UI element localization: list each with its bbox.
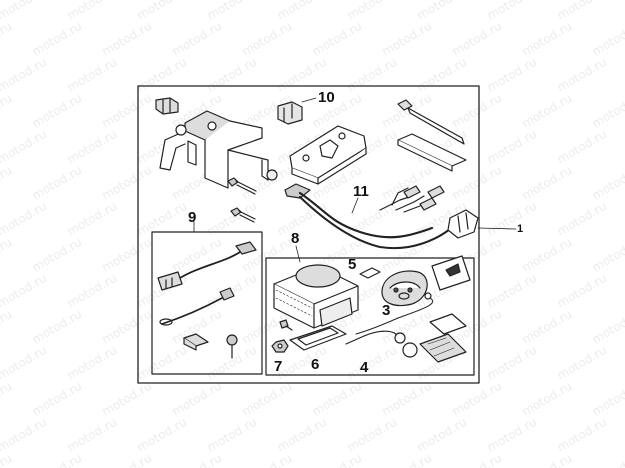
callout-9: 9 <box>188 209 197 226</box>
screw-small-part <box>279 319 293 331</box>
bolt-part <box>227 177 257 223</box>
kit-8-box <box>265 257 475 376</box>
leader-11 <box>351 197 359 214</box>
callout-11: 11 <box>353 183 369 200</box>
kit-9-box <box>151 231 263 375</box>
sticker-part <box>359 267 381 279</box>
callout-5: 5 <box>348 256 357 273</box>
callout-7: 7 <box>274 358 283 375</box>
callout-3: 3 <box>382 302 391 319</box>
diagram-frame <box>137 85 480 384</box>
cable-tie-part <box>397 99 465 145</box>
remote-transmitter-part <box>355 270 433 335</box>
callout-6: 6 <box>311 356 320 373</box>
key-fob-strap-part <box>345 330 418 358</box>
callout-1: 1 <box>517 223 524 235</box>
clamp-part <box>183 333 209 351</box>
leader-10 <box>301 97 317 103</box>
leader-8 <box>295 245 301 263</box>
grommet-part <box>155 97 179 115</box>
gasket-part <box>289 325 347 351</box>
manual-card-part <box>419 255 471 363</box>
screw-part <box>226 334 238 359</box>
callout-4: 4 <box>360 359 369 376</box>
callout-8: 8 <box>291 230 300 247</box>
wire-harness-part <box>284 183 479 250</box>
foam-strip-part <box>397 133 467 172</box>
alarm-unit-part <box>273 264 359 329</box>
clip-part <box>277 101 303 125</box>
callout-10: 10 <box>318 89 335 106</box>
tie-strap-part <box>159 287 235 326</box>
mounting-plate-part <box>289 125 367 185</box>
nut-part <box>271 339 289 353</box>
connector-harness-part <box>157 241 257 291</box>
mounting-bracket-part <box>159 110 278 189</box>
leader-1 <box>477 227 517 230</box>
